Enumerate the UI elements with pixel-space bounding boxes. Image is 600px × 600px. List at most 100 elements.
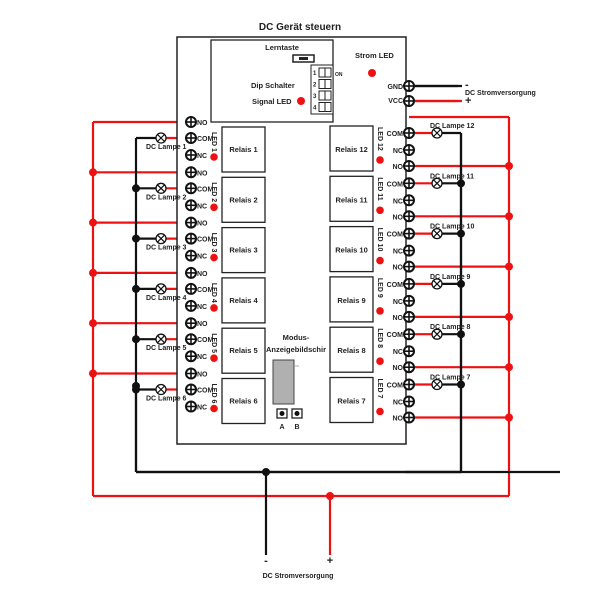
relay-led — [210, 153, 218, 161]
no-label: NO — [197, 271, 208, 278]
button-b-icon — [294, 411, 300, 416]
lamp-label: DC Lampe 4 — [146, 295, 187, 302]
com-label: COM — [197, 186, 214, 193]
relay-box — [329, 276, 374, 323]
lamp-cross — [157, 335, 165, 344]
relay-led — [210, 253, 218, 262]
relay-label: Relais 4 — [229, 296, 258, 305]
relay-label: Relais 12 — [335, 145, 368, 154]
lamp-cross — [433, 380, 441, 389]
relay-box — [221, 277, 266, 324]
junction-dot — [505, 212, 513, 221]
nc-label: NC — [393, 249, 403, 256]
relay-led — [376, 307, 384, 315]
com-label: COM — [387, 282, 404, 289]
top-supply-label: DC Stromversorgung — [465, 90, 536, 97]
lamp-label: DC Lampe 10 — [430, 224, 474, 231]
lamp-cross — [157, 284, 165, 293]
bottom-supply-minus: - — [264, 555, 268, 567]
relay-label: Relais 10 — [335, 246, 368, 255]
top-supply-plus: + — [465, 95, 471, 107]
com-label: COM — [387, 383, 404, 390]
junction-dot — [326, 492, 334, 500]
relay-led — [210, 354, 218, 363]
relay-box — [221, 226, 266, 274]
signal-led-label: Signal LED — [252, 97, 292, 106]
nc-label: NC — [197, 354, 207, 361]
relay-label: Relais 8 — [337, 346, 365, 355]
no-label: NO — [393, 416, 404, 423]
negative-wires — [132, 84, 560, 555]
nc-label: NC — [393, 349, 403, 356]
lamp-cross — [433, 129, 441, 137]
junction-dot — [505, 312, 513, 321]
relay-box — [221, 126, 266, 173]
button-a-icon — [279, 411, 285, 416]
relay-led — [376, 156, 384, 164]
relay-label: Relais 11 — [335, 195, 367, 204]
junction-dot — [89, 369, 97, 378]
junction-dot — [89, 168, 97, 177]
relay-led — [210, 203, 218, 212]
lamp-cross — [157, 184, 165, 193]
nc-label: NC — [393, 148, 403, 155]
no-label: NO — [197, 170, 208, 177]
nc-label: NC — [393, 299, 403, 306]
button-a-label: A — [279, 424, 284, 431]
com-label: COM — [197, 237, 214, 244]
relay-led — [376, 206, 384, 215]
led-label: LED 9 — [376, 278, 383, 298]
relay-led — [376, 407, 384, 416]
nc-label: NC — [197, 254, 207, 261]
lamp-label: DC Lampe 5 — [146, 345, 187, 352]
led-label: LED 10 — [376, 228, 383, 252]
com-label: COM — [197, 388, 214, 395]
com-label: COM — [197, 337, 214, 344]
led-label: LED 12 — [376, 127, 383, 151]
bottom-supply-label: DC Stromversorgung — [263, 573, 334, 580]
junction-dot — [89, 218, 97, 227]
no-label: NO — [197, 372, 208, 379]
power-led-label: Strom LED — [355, 51, 394, 60]
mode-display — [272, 359, 295, 405]
no-label: NO — [393, 164, 404, 171]
no-label: NO — [393, 365, 404, 372]
com-label: COM — [387, 232, 404, 239]
dip-number: 4 — [313, 106, 317, 112]
diagram-title: DC Gerät steuern — [259, 22, 341, 33]
dip-number: 1 — [313, 71, 317, 77]
nc-label: NC — [197, 405, 207, 412]
lamp-label: DC Lampe 7 — [430, 375, 471, 382]
led-label: LED 5 — [210, 333, 217, 353]
relay-label: Relais 3 — [229, 246, 257, 255]
no-label: NO — [197, 321, 208, 328]
no-label: NO — [393, 315, 404, 322]
dip-on-label: ON — [335, 72, 343, 78]
power-led — [368, 69, 376, 77]
signal-led — [297, 97, 305, 105]
lamp-cross — [433, 279, 441, 288]
relay-label: Relais 5 — [229, 346, 257, 355]
relay-led — [376, 357, 384, 366]
lamp-label: DC Lampe 12 — [430, 123, 474, 130]
com-label: COM — [387, 332, 404, 339]
vcc-label: VCC — [388, 98, 403, 105]
nc-label: NC — [197, 304, 207, 311]
relay-box — [329, 175, 374, 222]
led-label: LED 11 — [376, 177, 383, 200]
junction-dot — [89, 319, 97, 328]
bottom-supply-plus: + — [327, 555, 333, 567]
led-label: LED 8 — [376, 328, 383, 348]
button-b-label: B — [294, 424, 299, 431]
nc-label: NC — [393, 198, 403, 205]
lamp-cross — [433, 330, 441, 339]
lamp-label: DC Lampe 3 — [146, 245, 187, 252]
relay-led — [210, 404, 218, 413]
lamp-cross — [433, 229, 441, 238]
relay-box — [221, 377, 266, 425]
lamp-cross — [433, 179, 441, 188]
no-label: NO — [393, 214, 404, 221]
dip-number: 3 — [313, 94, 317, 100]
junction-dot — [132, 382, 140, 390]
led-label: LED 7 — [376, 379, 383, 399]
